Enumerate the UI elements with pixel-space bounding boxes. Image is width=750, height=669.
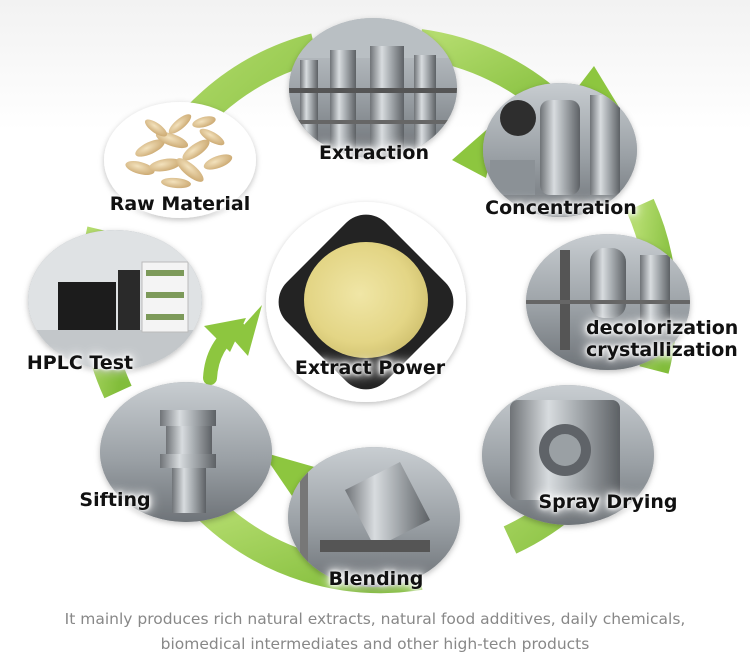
step-label-concentration: Concentration bbox=[485, 197, 637, 219]
hplc-photo bbox=[28, 230, 202, 370]
step-label-sifting: Sifting bbox=[79, 489, 151, 511]
extract-powder-photo bbox=[266, 202, 466, 402]
center-label-extract-power: Extract Power bbox=[294, 357, 446, 379]
spray-drying-photo bbox=[482, 385, 654, 525]
raw-material-photo bbox=[104, 102, 256, 218]
step-label-spray-drying: Spray Drying bbox=[538, 491, 678, 513]
step-label-blending: Blending bbox=[328, 568, 424, 590]
step-label-crystallization-line2: crystallization bbox=[586, 338, 738, 361]
step-label-raw-material: Raw Material bbox=[109, 193, 251, 215]
step-label-decolorization: decolorization crystallization bbox=[586, 317, 739, 362]
inner-arrow bbox=[203, 321, 245, 385]
sifting-photo bbox=[100, 382, 272, 522]
step-label-hplc-test: HPLC Test bbox=[26, 352, 134, 374]
caption-line-2: biomedical intermediates and other high-… bbox=[160, 635, 590, 653]
blending-photo bbox=[288, 447, 460, 587]
decolorization-photo bbox=[526, 234, 690, 370]
step-label-extraction: Extraction bbox=[319, 142, 429, 164]
concentration-photo bbox=[483, 83, 637, 217]
caption-line-1: It mainly produces rich natural extracts… bbox=[64, 610, 686, 628]
step-label-decolorization-line1: decolorization bbox=[586, 317, 739, 339]
